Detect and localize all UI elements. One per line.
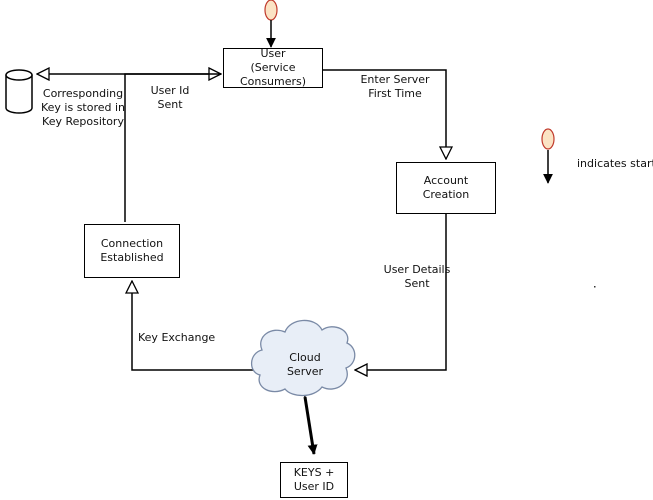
user-node: User (Service Consumers) [223,47,323,88]
user-node-line2: (Service Consumers) [239,61,307,88]
connection-established-node: Connection Established [84,224,180,278]
key-stored-line2: Key is stored in [40,101,126,114]
cloud-line1: Cloud [289,351,321,364]
edge-cloud-keys [298,387,318,455]
edge-enter-server [322,69,446,159]
keys-node-line2: User ID [293,480,335,493]
cloud-line2: Server [286,365,324,378]
cloud-shape [250,319,356,397]
account-creation-node: Account Creation [396,162,496,214]
cloud-server-label: Cloud Server [270,351,340,379]
user-details-line1: User Details [383,263,451,276]
legend-text: indicates start sta [577,157,653,170]
keys-node: KEYS + User ID [280,462,348,498]
keys-node-line1: KEYS + [293,466,335,479]
connection-node-line1: Connection [100,237,164,250]
user-id-sent-label: User Id Sent [145,84,195,112]
database-icon [5,69,33,114]
key-stored-line1: Corresponding [42,87,124,100]
enter-server-line1: Enter Server [360,73,430,86]
user-details-line2: Sent [404,277,430,290]
enter-server-label: Enter Server First Time [350,73,440,101]
user-details-sent-label: User Details Sent [378,263,456,291]
account-node-line1: Account [423,174,469,187]
account-node-line2: Creation [422,188,470,201]
key-exchange-label: Key Exchange [138,331,216,344]
edge-key-exchange [132,281,255,371]
connection-node-line2: Established [100,251,164,264]
legend-start-icon [541,128,555,184]
stray-dot [594,286,596,288]
user-id-line1: User Id [150,84,190,97]
edge-user-details [355,214,447,370]
key-stored-line3: Key Repository [42,115,124,128]
user-id-line2: Sent [157,98,183,111]
user-node-line1: User [260,47,286,60]
key-stored-label: Corresponding Key is stored in Key Repos… [38,87,128,129]
enter-server-line2: First Time [368,87,422,100]
start-node [264,0,278,48]
